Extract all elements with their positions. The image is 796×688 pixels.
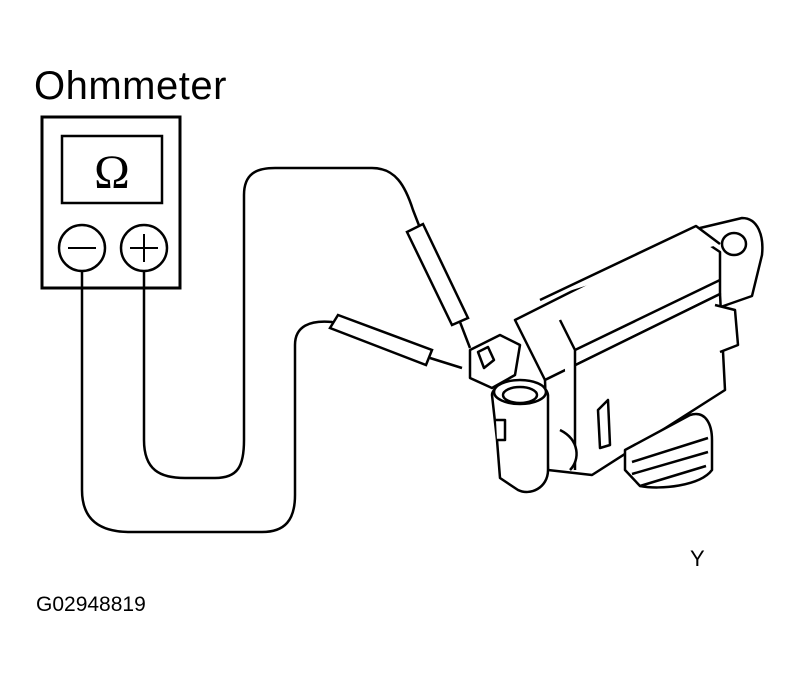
negative-probe (328, 313, 463, 370)
figure-code: G02948819 (36, 593, 146, 616)
ohmmeter-device: Ω (40, 115, 182, 290)
omega-symbol: Ω (94, 146, 130, 199)
negative-lead-wire (80, 270, 334, 534)
positive-lead-wire (142, 166, 422, 480)
positive-probe (405, 222, 472, 349)
positive-terminal-icon (119, 223, 169, 273)
negative-terminal-icon (57, 223, 107, 273)
corner-letter: Y (690, 546, 705, 571)
ignition-coil (468, 216, 764, 494)
ohmmeter-title: Ohmmeter (34, 64, 227, 108)
ohmmeter-display (60, 134, 164, 205)
